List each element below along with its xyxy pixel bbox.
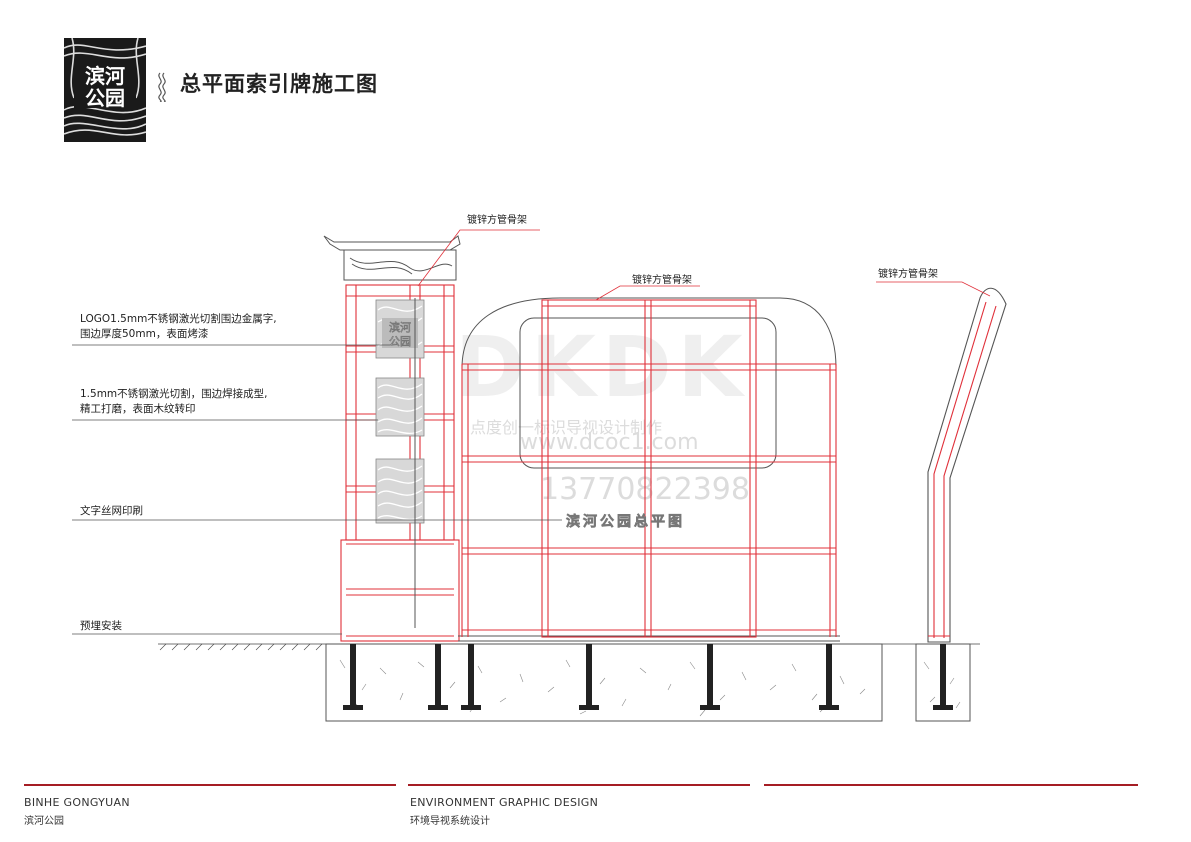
board-frame	[461, 299, 837, 638]
post-panels	[375, 299, 425, 524]
label-panel-line2: 精工打磨，表面木纹转印	[80, 403, 196, 415]
post-logo-text-1: 滨河	[389, 320, 411, 334]
label-embedded: 预埋安装	[80, 620, 122, 632]
label-frame-top: 镀锌方管骨架	[467, 215, 527, 226]
wave-icon	[158, 72, 166, 102]
post-cap	[323, 235, 461, 281]
footer-left-en: BINHE GONGYUAN	[24, 796, 130, 809]
footer-mid-cn: 环境导视系统设计	[410, 816, 490, 827]
board-outline	[414, 297, 840, 642]
binhe-park-logo: 滨河 公园	[64, 38, 146, 142]
footer-left-cn: 滨河公园	[24, 816, 64, 827]
board-title-text: 滨河公园总平图	[566, 514, 685, 531]
page-title: 总平面索引牌施工图	[180, 72, 378, 96]
footer-mid-en: ENVIRONMENT GRAPHIC DESIGN	[410, 796, 599, 809]
post-logo-text-2: 公园	[389, 335, 411, 348]
side-profile	[927, 287, 1007, 643]
footer-rule-left	[24, 784, 396, 786]
anchor-bolts	[343, 644, 953, 710]
logo-text-1: 滨河	[85, 64, 125, 88]
footer-rule-right	[764, 784, 1138, 786]
concrete-foundation-main	[325, 643, 883, 722]
leader-lines	[72, 229, 991, 635]
footer-rule-mid	[408, 784, 750, 786]
label-frame-board: 镀锌方管骨架	[632, 275, 692, 286]
logo-text-2: 公园	[85, 86, 125, 110]
label-logo-line1: LOGO1.5mm不锈钢激光切割围边金属字,	[80, 313, 277, 325]
label-screen-print: 文字丝网印刷	[80, 505, 143, 517]
label-logo-line2: 围边厚度50mm，表面烤漆	[80, 328, 209, 340]
label-panel-line1: 1.5mm不锈钢激光切割，围边焊接成型,	[80, 388, 268, 400]
label-frame-side: 镀锌方管骨架	[878, 269, 938, 280]
